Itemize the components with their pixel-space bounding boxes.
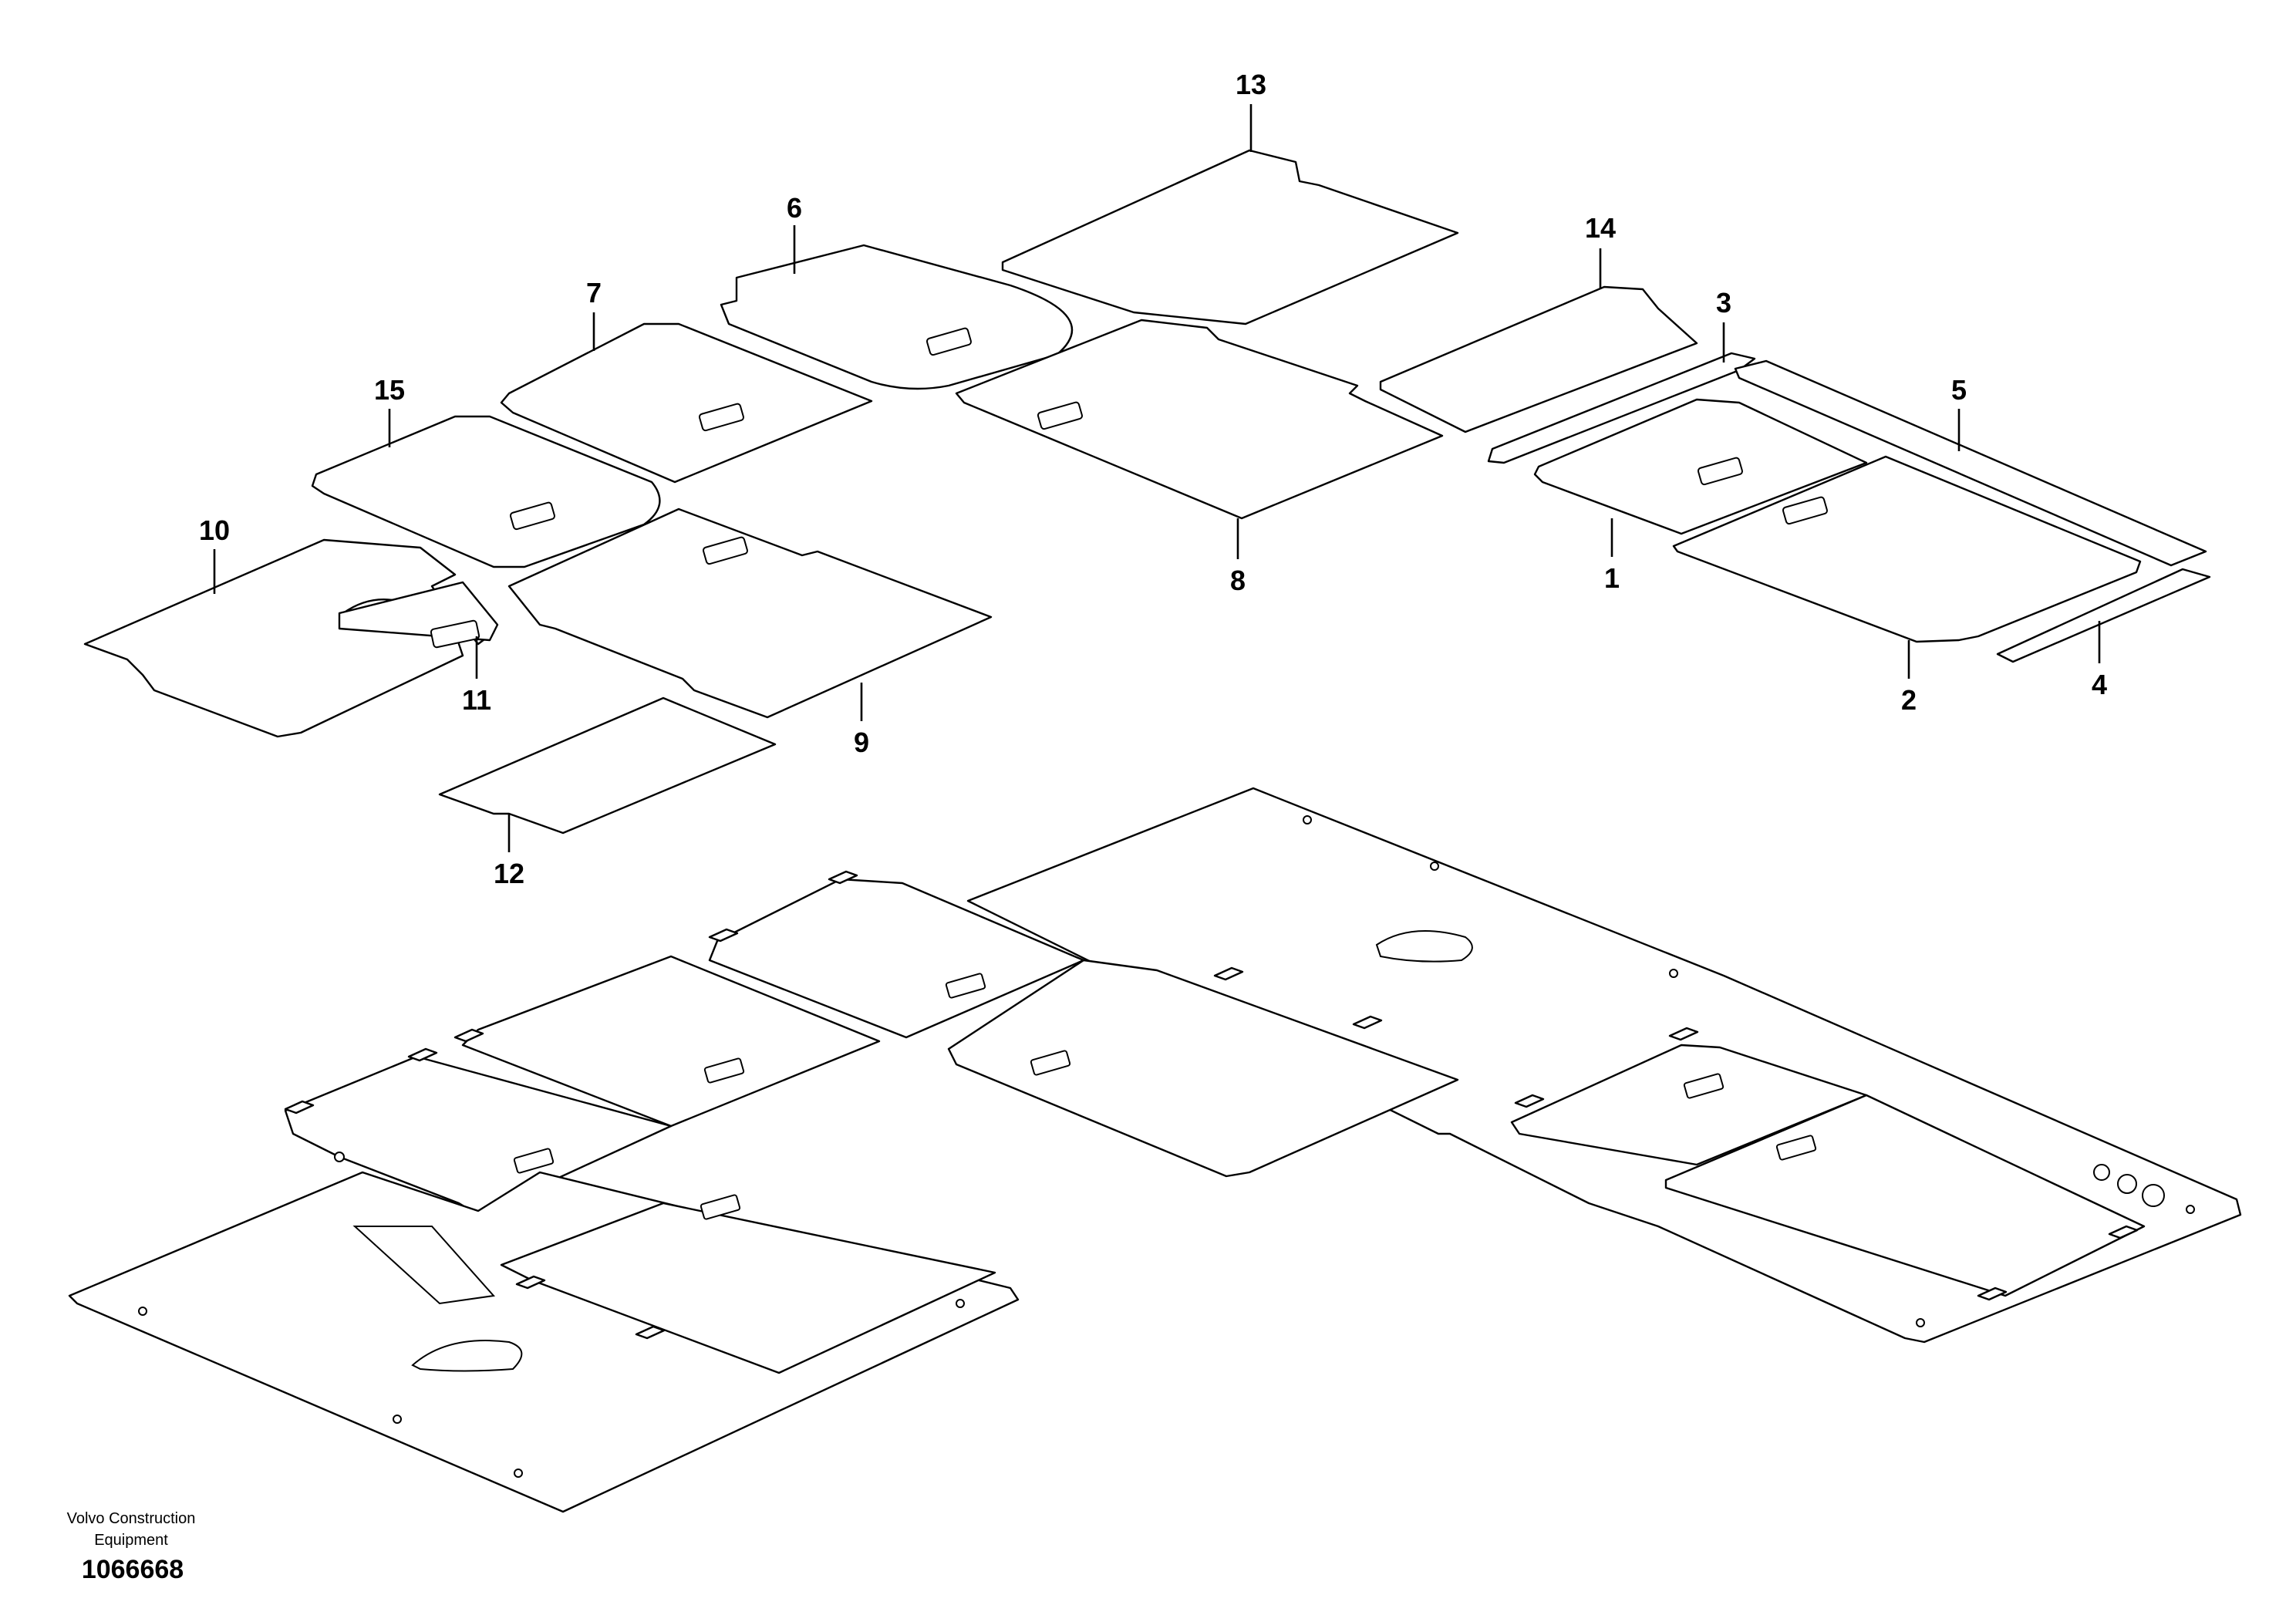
panel-middle [947, 959, 1459, 1178]
floor-plate-left [68, 1171, 1020, 1513]
callout-13: 13 [1236, 69, 1266, 100]
part-7-mat [500, 322, 873, 484]
callout-1: 1 [1604, 562, 1620, 594]
company-name-line1: Volvo Construction [66, 1510, 196, 1527]
part-11-piece [338, 581, 499, 649]
part-14-mat [1379, 285, 1698, 433]
callout-10: 10 [199, 514, 230, 546]
part-4-strip [1996, 568, 2211, 663]
part-10-mat [83, 538, 464, 738]
part-5-strip [1734, 359, 2207, 567]
leader-lines [213, 104, 2101, 852]
callout-5: 5 [1951, 374, 1967, 406]
callout-8: 8 [1230, 565, 1246, 596]
part-15-mat [311, 415, 661, 568]
panel-right-b [1664, 1094, 2146, 1297]
part-9-mat [507, 508, 993, 719]
panel-lower-left [500, 1194, 996, 1374]
part-8-mat [955, 319, 1444, 520]
callout-7: 7 [586, 277, 602, 309]
hinge-clips [284, 870, 2139, 1340]
callout-9: 9 [854, 727, 869, 758]
panel-upper-left [461, 955, 881, 1128]
callout-12: 12 [494, 858, 524, 889]
callout-15: 15 [374, 374, 405, 406]
callout-14: 14 [1585, 212, 1616, 244]
callout-labels: 13 6 7 15 10 11 9 12 8 14 3 5 1 2 4 [199, 69, 2107, 889]
callout-4: 4 [2092, 669, 2107, 700]
callout-3: 3 [1716, 287, 1731, 319]
callout-6: 6 [787, 192, 802, 224]
company-name-line2: Equipment [94, 1532, 168, 1549]
part-2-mat [1672, 455, 2142, 643]
part-1-mat [1533, 398, 1868, 535]
part-13-mat [1001, 149, 1459, 325]
fastener-holes [138, 815, 2195, 1478]
drawing-number: 1066668 [81, 1555, 184, 1584]
callout-2: 2 [1901, 684, 1917, 716]
part-12-mat [438, 696, 777, 835]
callout-11: 11 [462, 684, 491, 716]
